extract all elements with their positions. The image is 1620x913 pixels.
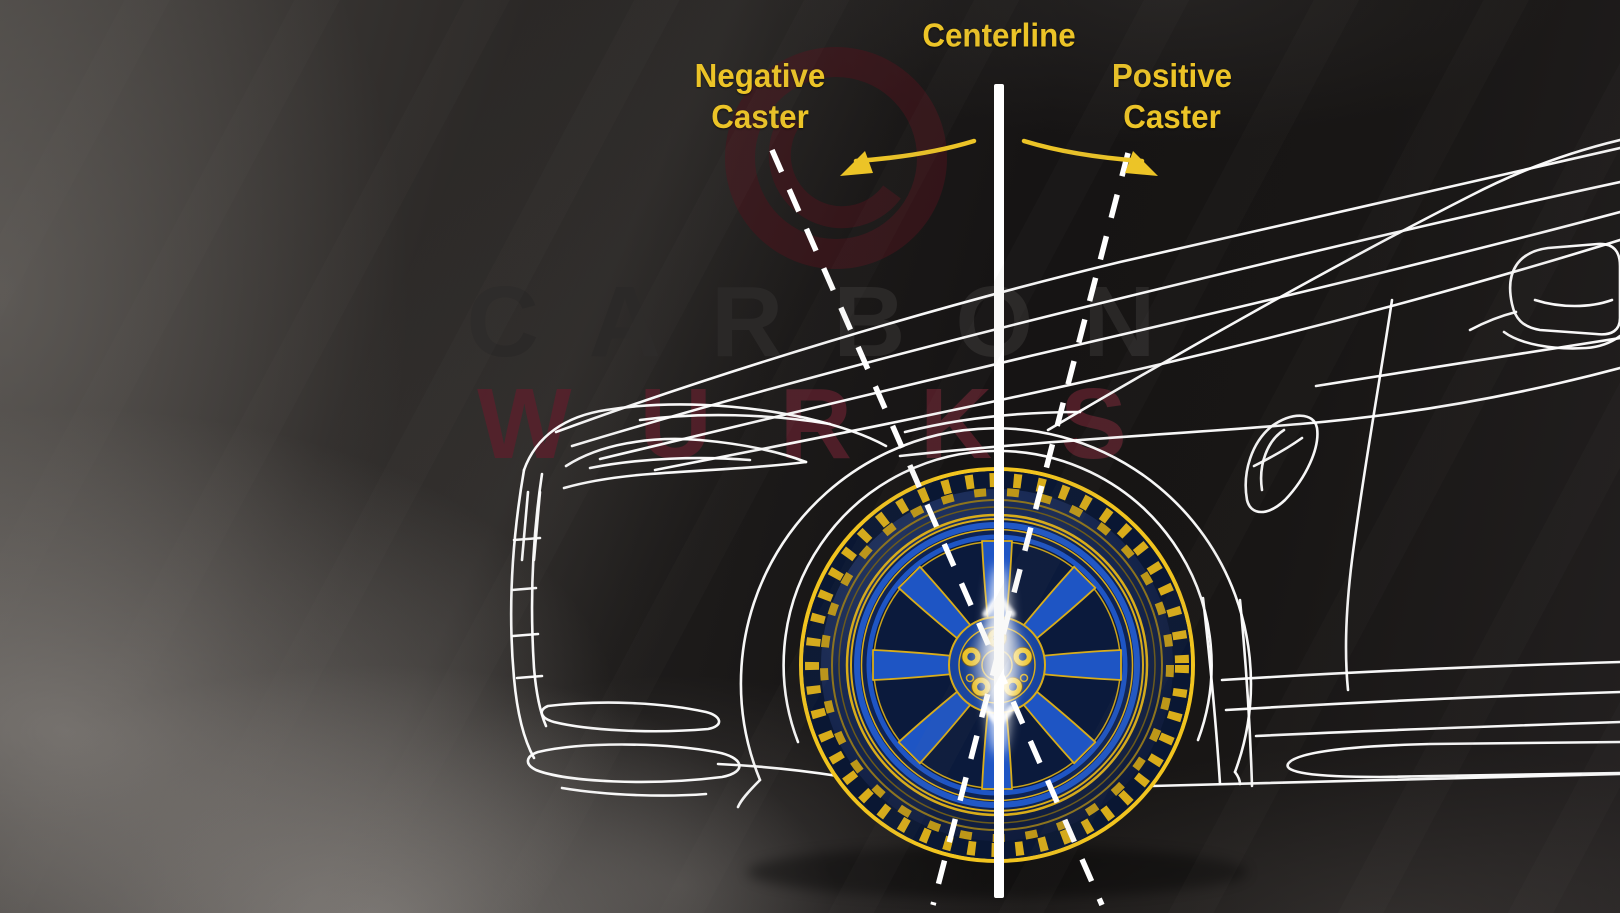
carbonwurks-logo-icon (725, 47, 947, 269)
hub-glow (973, 565, 1025, 755)
centerline-line (994, 84, 1004, 898)
negative-caster-line (769, 148, 1105, 907)
curved-arrow-left-icon (840, 138, 977, 176)
car-outline (509, 138, 1620, 809)
fender-vent (1244, 414, 1319, 514)
negative-caster-label: Negative Caster (695, 56, 826, 138)
negative-caster-label-line1: Negative (694, 57, 826, 95)
wheel-arch-outer (739, 426, 1253, 782)
caster-lines (769, 84, 1131, 907)
headlight-outline (564, 437, 808, 468)
positive-caster-line (930, 152, 1131, 906)
centerline-label: Centerline (922, 16, 1076, 54)
curved-arrow-right-icon (1021, 138, 1158, 176)
watermark-line1: CARBON (467, 266, 1206, 378)
negative-caster-label-line2: Caster (711, 98, 809, 135)
watermark: CARBON WURKS (467, 266, 1206, 480)
positive-caster-label-line2: Caster (1123, 98, 1221, 135)
positive-caster-label: Positive Caster (1112, 56, 1232, 138)
positive-caster-label-line1: Positive (1111, 57, 1233, 95)
watermark-line2: WURKS (477, 368, 1195, 480)
